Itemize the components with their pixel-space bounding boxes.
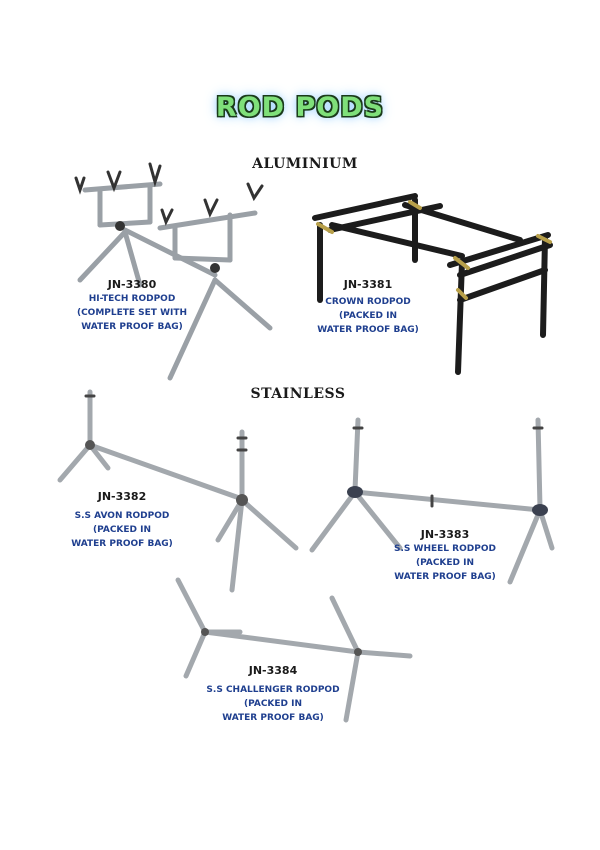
description-line: WATER PROOF BAG) [71,539,173,549]
description-line: (PACKED IN [243,699,303,709]
section-heading-aluminium: ALUMINIUM [252,156,358,172]
product-code: JN-3384 [248,664,298,677]
description-line: S.S CHALLENGER RODPOD [206,685,340,695]
description-line: (PACKED IN [415,558,475,568]
product-code: JN-3381 [343,278,393,291]
description-line: WATER PROOF BAG) [317,325,419,335]
page-title: ROD PODS [215,92,385,123]
description-line: (PACKED IN [92,525,152,535]
product-description: S.S CHALLENGER RODPOD (PACKED IN WATER P… [173,683,373,725]
description-line: WATER PROOF BAG) [394,572,496,582]
wheel-rodpod-image [309,417,555,585]
product-description: S.S AVON RODPOD (PACKED IN WATER PROOF B… [22,509,222,551]
hi-tech-rodpod-image [74,162,273,381]
section-heading-stainless: STAINLESS [250,386,346,402]
product-description: CROWN RODPOD (PACKED IN WATER PROOF BAG) [268,295,468,337]
product-code: JN-3382 [97,490,147,503]
challenger-rodpod-image [175,577,413,723]
product-description: S.S WHEEL RODPOD (PACKED IN WATER PROOF … [345,542,545,584]
description-line: HI-TECH RODPOD [88,294,176,304]
description-line: S.S AVON RODPOD [74,511,170,521]
product-code: JN-3380 [107,278,157,291]
avon-rodpod-image [57,389,299,593]
description-line: CROWN RODPOD [325,297,411,307]
description-line: WATER PROOF BAG) [81,322,183,332]
description-line: (COMPLETE SET WITH [76,308,188,318]
crown-rodpod-image [312,193,553,375]
product-description: HI-TECH RODPOD (COMPLETE SET WITH WATER … [32,292,232,334]
product-code: JN-3383 [420,528,470,541]
description-line: WATER PROOF BAG) [222,713,324,723]
description-line: (PACKED IN [338,311,398,321]
description-line: S.S WHEEL RODPOD [394,544,496,554]
